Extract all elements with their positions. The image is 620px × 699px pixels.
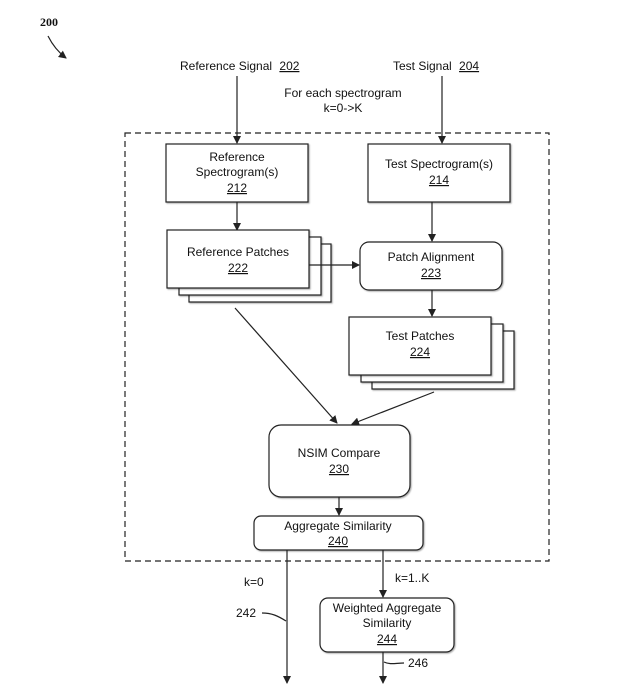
weighted-aggregate-line2: Similarity bbox=[363, 616, 412, 630]
aggregate-similarity-line1: Aggregate Similarity bbox=[284, 519, 391, 533]
reference-patch-layer-1 bbox=[166, 229, 310, 289]
nsim-compare-ref: 230 bbox=[329, 462, 349, 476]
reference-spectrogram-box: Reference Spectrogram(s) 212 bbox=[165, 143, 309, 203]
nsim-compare-line1: NSIM Compare bbox=[298, 446, 381, 460]
ref-patches-to-nsim-arrow bbox=[234, 307, 338, 424]
loop-note-line2: k=0->K bbox=[324, 101, 363, 115]
reference-spectrogram-line1: Reference bbox=[209, 150, 265, 164]
patch-alignment-line1: Patch Alignment bbox=[388, 250, 475, 264]
loop-boundary bbox=[124, 132, 550, 562]
test-spectrogram-line1: Test Spectrogram(s) bbox=[385, 157, 493, 171]
output-242-label: 242 bbox=[236, 606, 256, 620]
k-rest-label: k=1..K bbox=[395, 571, 429, 585]
nsim-compare-box: NSIM Compare 230 bbox=[268, 424, 411, 498]
test-patches-line1: Test Patches bbox=[386, 329, 455, 343]
loop-note-line1: For each spectrogram bbox=[284, 86, 401, 100]
aggregate-similarity-ref: 240 bbox=[328, 534, 348, 548]
output-246-label: 246 bbox=[408, 656, 428, 670]
reference-spectrogram-line2: Spectrogram(s) bbox=[196, 165, 279, 179]
figure-pointer-arrow bbox=[47, 35, 67, 59]
reference-patches-line1: Reference Patches bbox=[187, 245, 289, 259]
k-zero-label: k=0 bbox=[244, 575, 264, 589]
test-spectrogram-box: Test Spectrogram(s) 214 bbox=[367, 143, 511, 203]
reference-patches-stack: Reference Patches 222 bbox=[166, 229, 332, 303]
figure-number: 200 bbox=[40, 15, 58, 29]
test-patch-layer-1 bbox=[348, 316, 492, 376]
test-signal-label: Test Signal 204 bbox=[393, 59, 479, 73]
aggregate-similarity-box: Aggregate Similarity 240 bbox=[253, 515, 424, 551]
test-spectrogram-ref: 214 bbox=[429, 173, 449, 187]
test-patches-stack: Test Patches 224 bbox=[348, 316, 515, 390]
weighted-aggregate-box: Weighted Aggregate Similarity 244 bbox=[319, 597, 455, 653]
output-242-leader bbox=[261, 612, 287, 622]
output-246-leader bbox=[383, 661, 405, 665]
test-patches-to-nsim-arrow bbox=[351, 391, 435, 426]
weighted-aggregate-ref: 244 bbox=[377, 632, 397, 646]
weighted-aggregate-line1: Weighted Aggregate bbox=[333, 601, 442, 615]
reference-signal-label: Reference Signal 202 bbox=[180, 59, 300, 73]
reference-patches-ref: 222 bbox=[228, 261, 248, 275]
reference-spectrogram-ref: 212 bbox=[227, 181, 247, 195]
patch-alignment-box: Patch Alignment 223 bbox=[359, 241, 503, 291]
patch-alignment-ref: 223 bbox=[421, 266, 441, 280]
test-patches-ref: 224 bbox=[410, 345, 430, 359]
